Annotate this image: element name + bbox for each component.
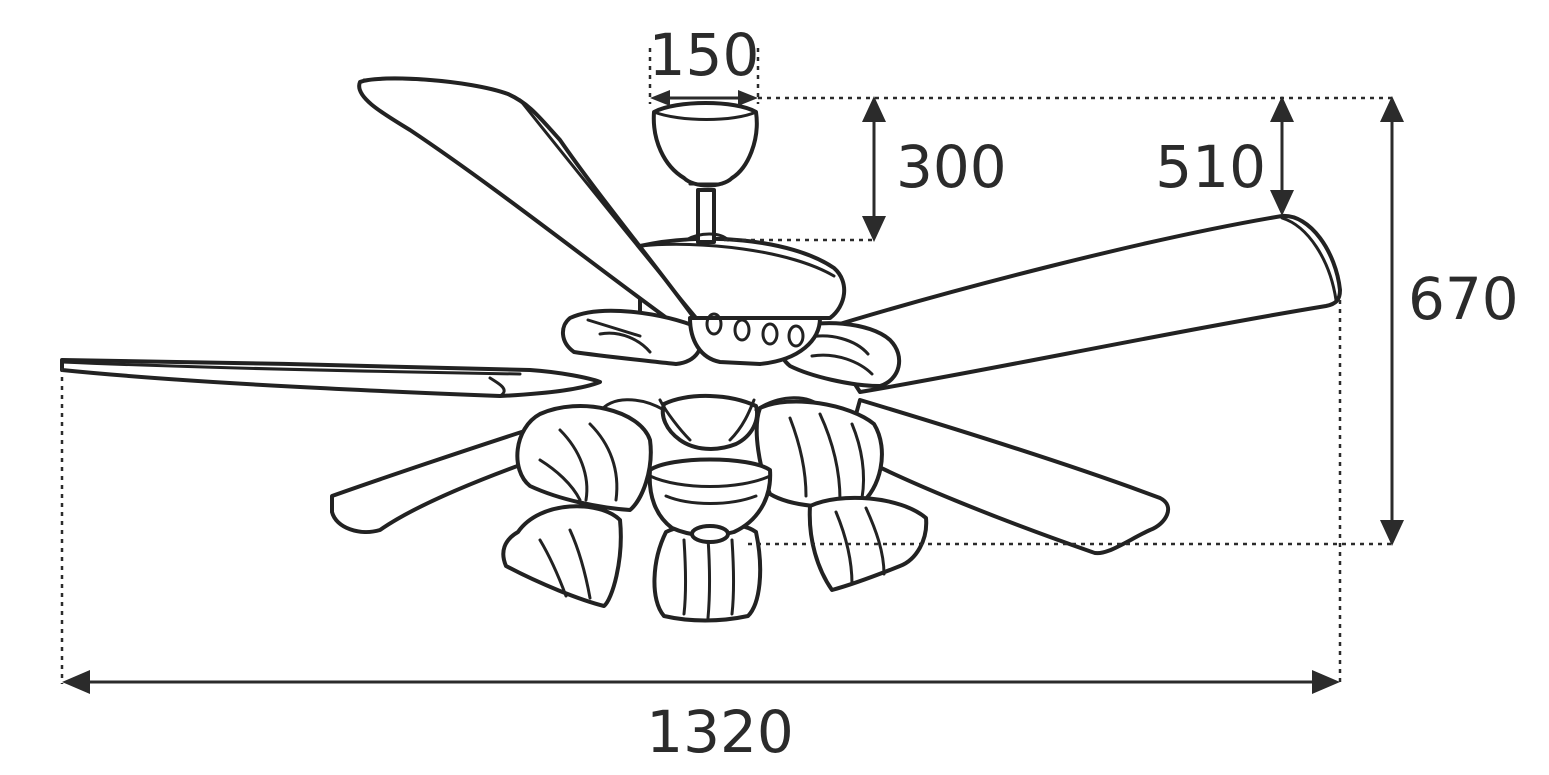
total-width-label: 1320 [646,698,794,766]
canopy [651,101,759,188]
dimension-canopy-drop: 300 [724,96,1007,242]
total-height-label: 670 [1408,265,1519,333]
center-light-bowl [647,457,773,538]
downrod [696,188,716,244]
ceiling-fan-illustration [60,76,1342,623]
dimension-total-height: 670 [748,96,1519,546]
blade-drop-label: 510 [1155,133,1266,201]
dimension-total-width: 1320 [60,300,1342,766]
glass-shade-left-lower [501,504,623,608]
canopy-drop-label: 300 [896,133,1007,201]
canopy-width-label: 150 [649,21,760,89]
dimension-canopy-width: 150 [649,21,760,106]
glass-shades [501,399,929,623]
switch-housing [688,316,822,366]
housing-vents [705,312,805,348]
center-finial [690,524,730,544]
fan-blade-back-right [844,398,1171,556]
glass-shade-left-upper [515,404,653,512]
dimension-blade-drop: 510 [1155,96,1294,216]
fan-blade-upper-left [357,76,702,334]
fan-blade-right [818,213,1342,394]
fan-blade-left [60,358,602,398]
